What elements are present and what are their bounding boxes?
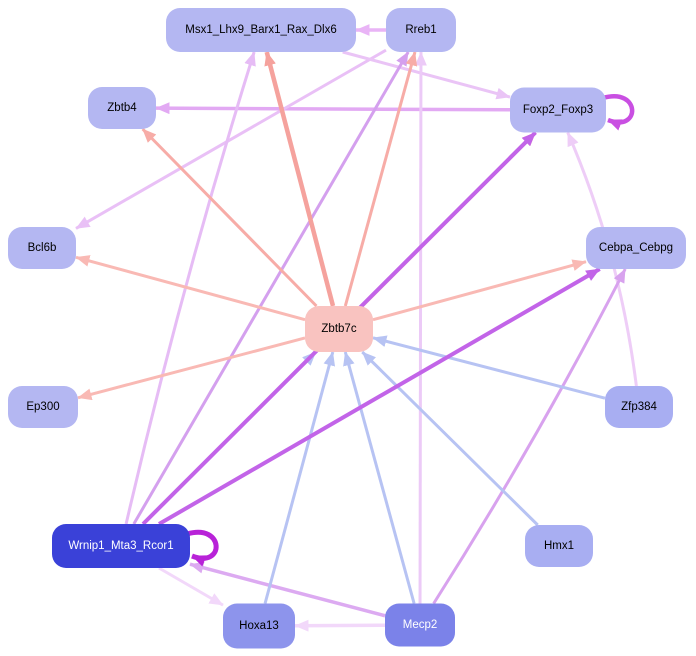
node-hmx1: Hmx1 [525,525,593,567]
node-box-zfp384 [605,386,673,428]
edge-hmx1-zbtb7c [361,350,539,527]
node-label-msx1: Msx1_Lhx9_Barx1_Rax_Dlx6 [185,24,337,36]
edge-zbtb7c-rreb1 [343,51,418,307]
edge-zbtb7c-msx1 [264,51,336,307]
node-box-zbtb4 [88,87,156,129]
edge-hoxa13-zbtb7c [263,351,336,604]
node-box-bcl6b [8,227,76,269]
node-box-cebpa [586,227,686,269]
edge-zbtb7c-zbtb4 [141,127,318,308]
node-msx1: Msx1_Lhx9_Barx1_Rax_Dlx6 [166,8,356,52]
edge-zfp384-zbtb7c [372,335,606,400]
edge-foxp2-foxp2 [602,94,635,131]
node-wrnip1: Wrnip1_Mta3_Rcor1 [52,524,190,568]
node-label-wrnip1: Wrnip1_Mta3_Rcor1 [68,540,173,552]
node-label-hmx1: Hmx1 [544,540,574,552]
node-hoxa13: Hoxa13 [223,603,295,649]
node-label-zbtb4: Zbtb4 [107,102,137,114]
node-label-rreb1: Rreb1 [405,24,436,36]
node-zbtb4: Zbtb4 [88,87,156,129]
edge-mecp2-cebpa [432,268,627,605]
node-rreb1: Rreb1 [386,8,456,52]
node-box-foxp2 [510,87,606,133]
node-label-cebpa: Cebpa_Cebpg [599,242,673,254]
edge-wrnip1-cebpa [158,267,601,526]
edge-rreb1-bcl6b [75,48,387,230]
node-ep300: Ep300 [8,386,78,428]
edge-mecp2-zbtb7c [343,351,416,604]
edge-wrnip1-hoxa13 [158,566,224,607]
node-label-zfp384: Zfp384 [621,401,657,413]
node-cebpa: Cebpa_Cebpg [586,227,686,269]
edge-zbtb7c-ep300 [77,336,306,401]
node-label-zbtb7c: Zbtb7c [321,323,356,335]
edge-mecp2-rreb1 [415,51,427,604]
node-label-foxp2: Foxp2_Foxp3 [523,104,593,116]
node-box-wrnip1 [52,524,190,568]
node-zbtb7c: Zbtb7c [305,306,373,352]
edge-foxp2-zbtb4 [155,102,511,115]
node-mecp2: Mecp2 [385,603,455,647]
edge-wrnip1-rreb1 [132,51,410,525]
edge-mecp2-wrnip1 [189,561,386,618]
node-box-hmx1 [525,525,593,567]
edge-zbtb7c-bcl6b [75,255,306,322]
node-box-msx1 [166,8,356,52]
edge-mecp2-hoxa13 [294,619,386,632]
node-foxp2: Foxp2_Foxp3 [510,87,606,133]
node-label-bcl6b: Bcl6b [28,242,57,254]
edge-wrnip1-wrnip1 [186,529,219,567]
node-box-hoxa13 [223,603,295,649]
node-label-mecp2: Mecp2 [403,619,438,631]
edge-zbtb7c-cebpa [372,259,587,322]
node-zfp384: Zfp384 [605,386,673,428]
node-label-ep300: Ep300 [26,401,59,413]
node-box-zbtb7c [305,306,373,352]
node-bcl6b: Bcl6b [8,227,76,269]
node-label-hoxa13: Hoxa13 [239,620,279,632]
node-box-mecp2 [385,603,455,647]
node-box-rreb1 [386,8,456,52]
node-box-ep300 [8,386,78,428]
edge-msx1-foxp2 [342,50,511,100]
